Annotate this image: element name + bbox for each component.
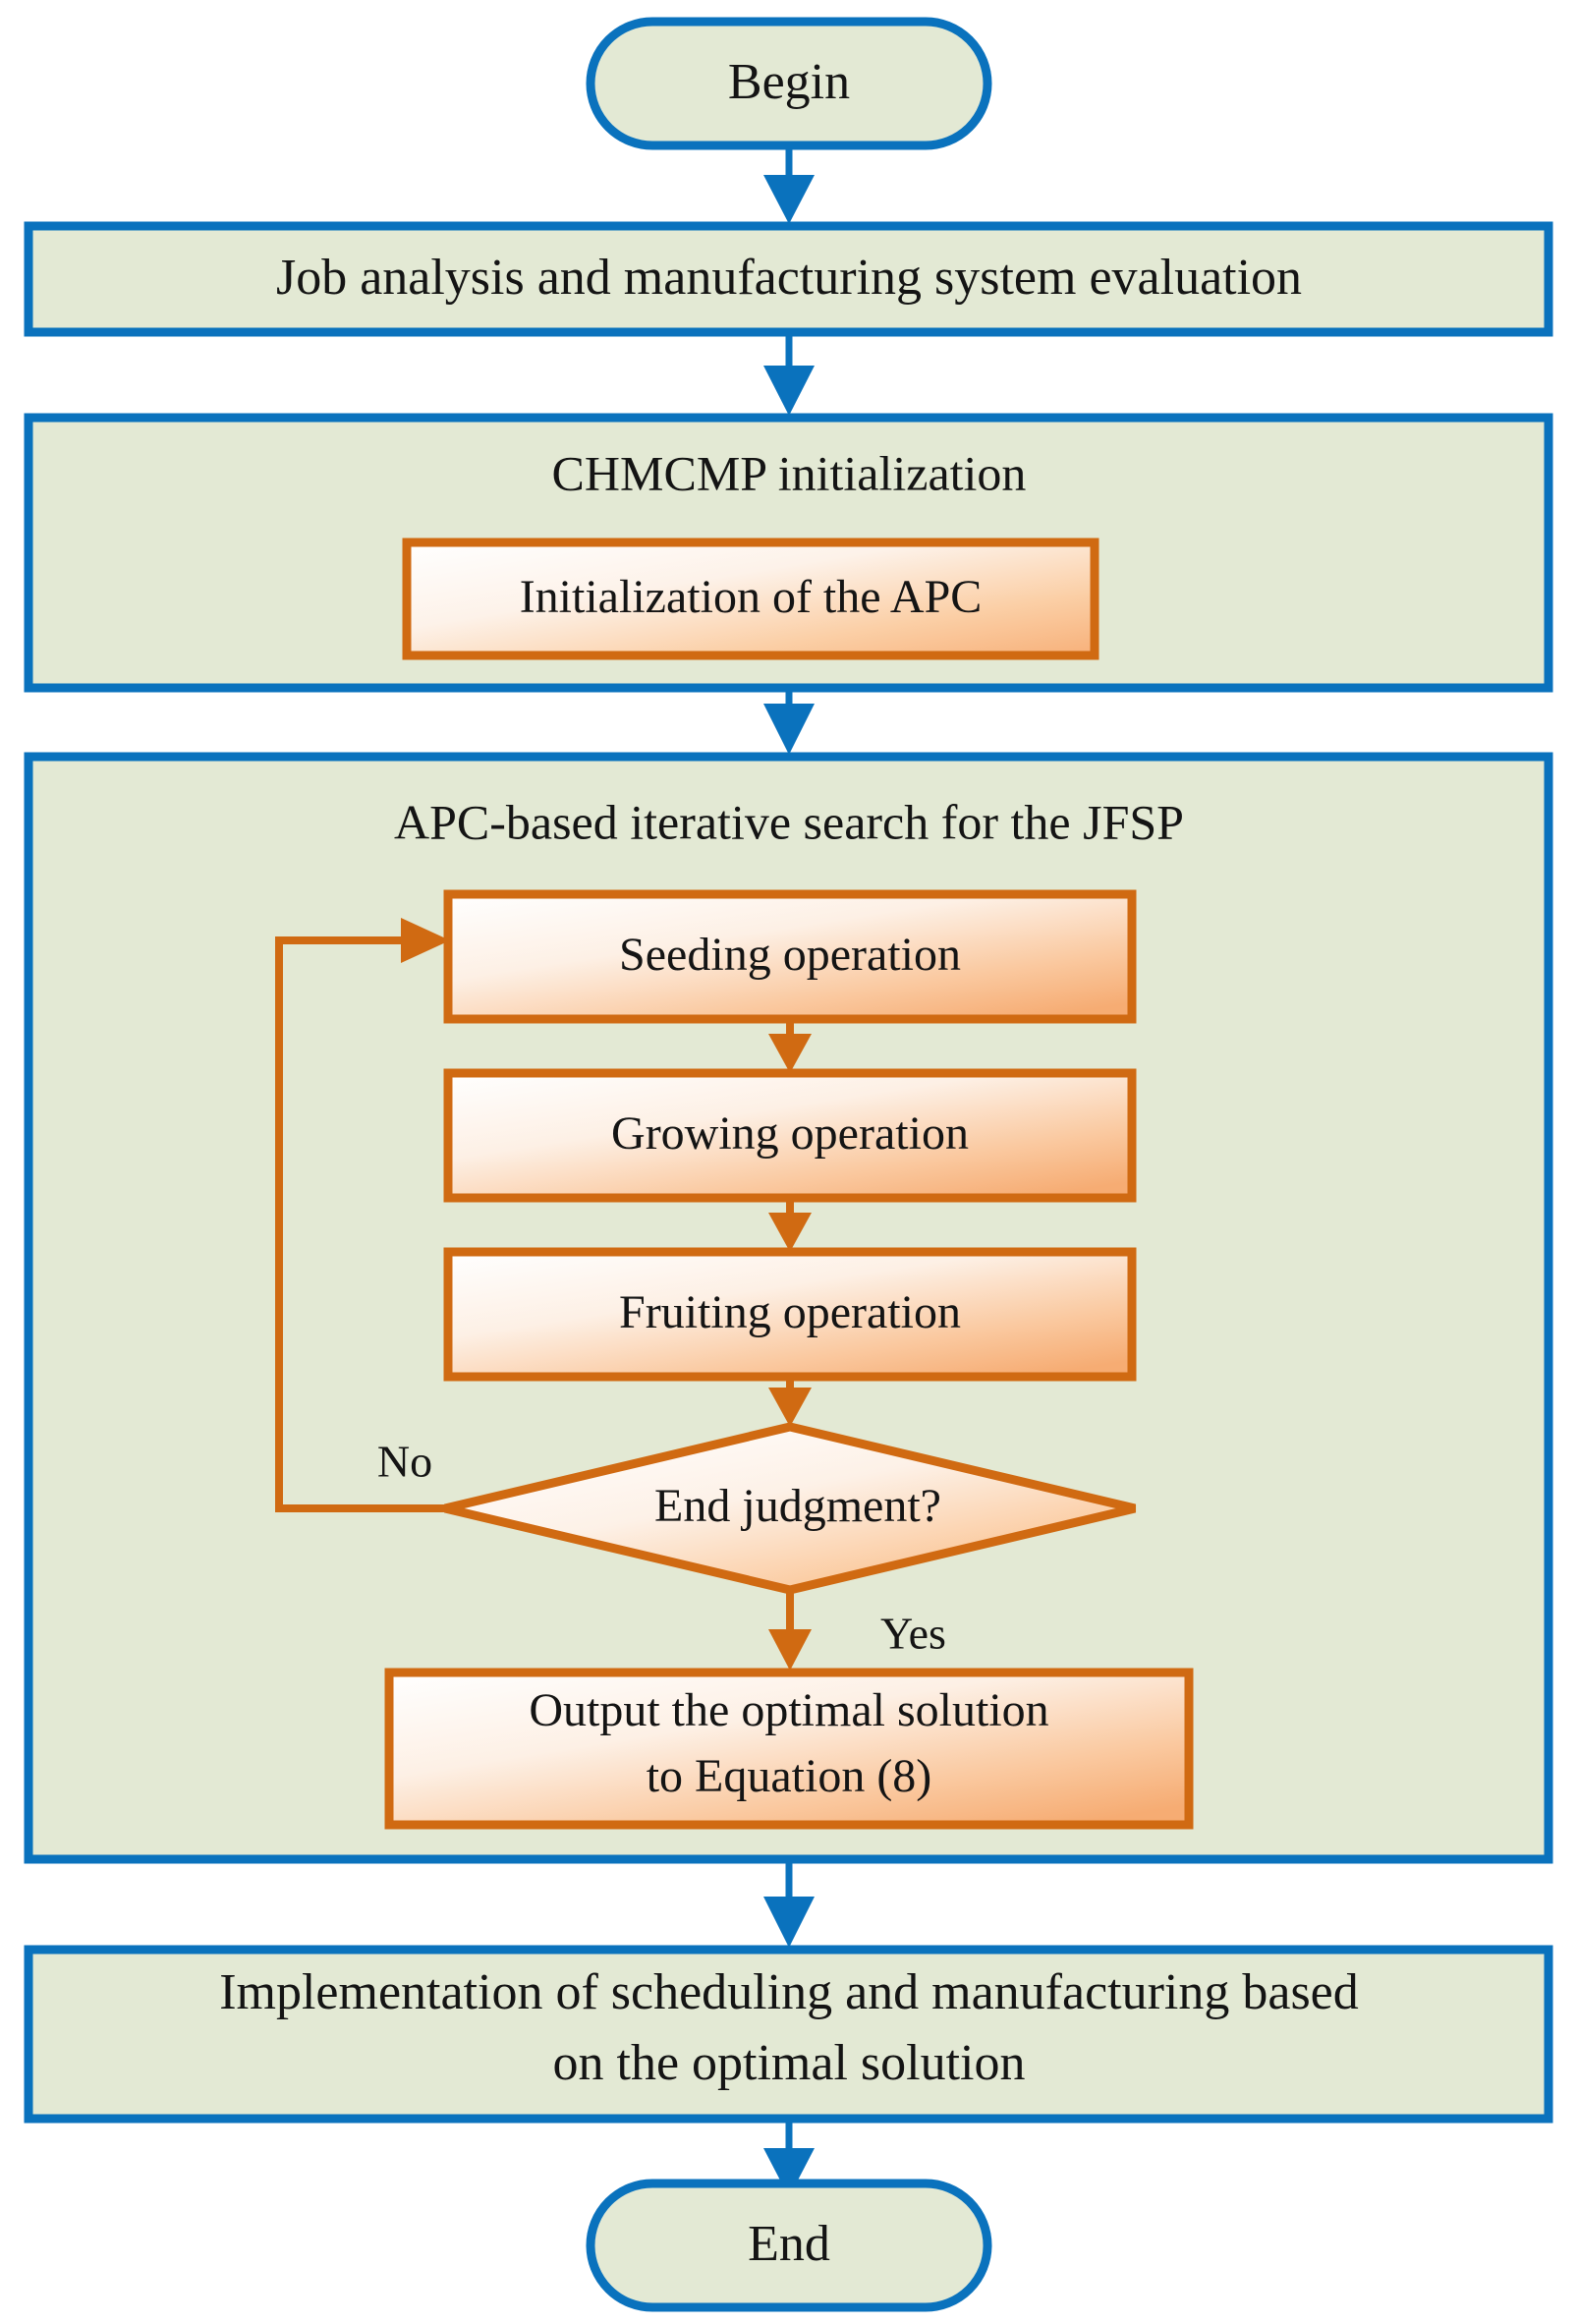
node-output-optimal-solution[interactable]: Output the optimal solution to Equation …: [384, 1668, 1194, 1830]
arrow-implementation-to-end: [763, 2119, 815, 2197]
job-analysis-shape: [24, 221, 1553, 337]
apc-init-label: Initialization of the APC: [520, 571, 983, 623]
chmcmp-init-label: CHMCMP initialization: [552, 445, 1027, 500]
seeding-shape: [443, 889, 1137, 1024]
seeding-label: Seeding operation: [619, 929, 961, 981]
end-shape: [586, 2179, 992, 2312]
implementation-label-line2: on the optimal solution: [553, 2035, 1026, 2091]
job-analysis-label: Job analysis and manufacturing system ev…: [276, 250, 1302, 306]
implementation-label-line1: Implementation of scheduling and manufac…: [219, 1964, 1359, 2020]
end-label: End: [748, 2216, 830, 2272]
implementation-shape: [24, 1945, 1553, 2124]
output-solution-label-line2: to Equation (8): [647, 1750, 932, 1802]
node-growing-operation[interactable]: Growing operation: [443, 1068, 1137, 1203]
node-begin[interactable]: Begin: [586, 17, 992, 150]
apc-search-label: APC-based iterative search for the JFSP: [394, 794, 1184, 849]
node-apc-iterative-search[interactable]: APC-based iterative search for the JFSP …: [24, 752, 1553, 1864]
node-job-analysis[interactable]: Job analysis and manufacturing system ev…: [24, 221, 1553, 337]
node-fruiting-operation[interactable]: Fruiting operation: [443, 1247, 1137, 1382]
fruiting-shape: [443, 1247, 1137, 1382]
arrow-fruiting-to-decision: [768, 1377, 812, 1427]
arrow-growing-to-fruiting: [768, 1198, 812, 1252]
feedback-loop-no: [275, 918, 450, 1512]
growing-shape: [443, 1068, 1137, 1203]
arrow-chmcmp-init-to-apc-search: [763, 688, 815, 755]
end-judgment-label: End judgment?: [654, 1480, 941, 1532]
arrow-begin-to-job-analysis: [763, 145, 815, 224]
arrow-decision-to-output: [768, 1590, 812, 1671]
arrow-job-analysis-to-chmcmp-init: [763, 332, 815, 416]
output-solution-label-line1: Output the optimal solution: [529, 1684, 1048, 1736]
arrow-seeding-to-growing: [768, 1019, 812, 1073]
node-apc-initialization[interactable]: Initialization of the APC: [402, 538, 1099, 660]
arrow-apc-search-to-implementation: [763, 1859, 815, 1948]
node-chmcmp-initialization[interactable]: CHMCMP initialization Initialization of …: [24, 413, 1553, 693]
apc-init-shape: [402, 538, 1099, 660]
begin-label: Begin: [728, 54, 850, 110]
node-implementation[interactable]: Implementation of scheduling and manufac…: [24, 1945, 1553, 2124]
growing-label: Growing operation: [611, 1107, 969, 1160]
edge-label-no: No: [377, 1437, 432, 1487]
node-seeding-operation[interactable]: Seeding operation: [443, 889, 1137, 1024]
fruiting-label: Fruiting operation: [619, 1286, 961, 1338]
node-end[interactable]: End: [586, 2179, 992, 2312]
edge-label-yes: Yes: [880, 1609, 946, 1659]
output-solution-shape: [384, 1668, 1194, 1830]
